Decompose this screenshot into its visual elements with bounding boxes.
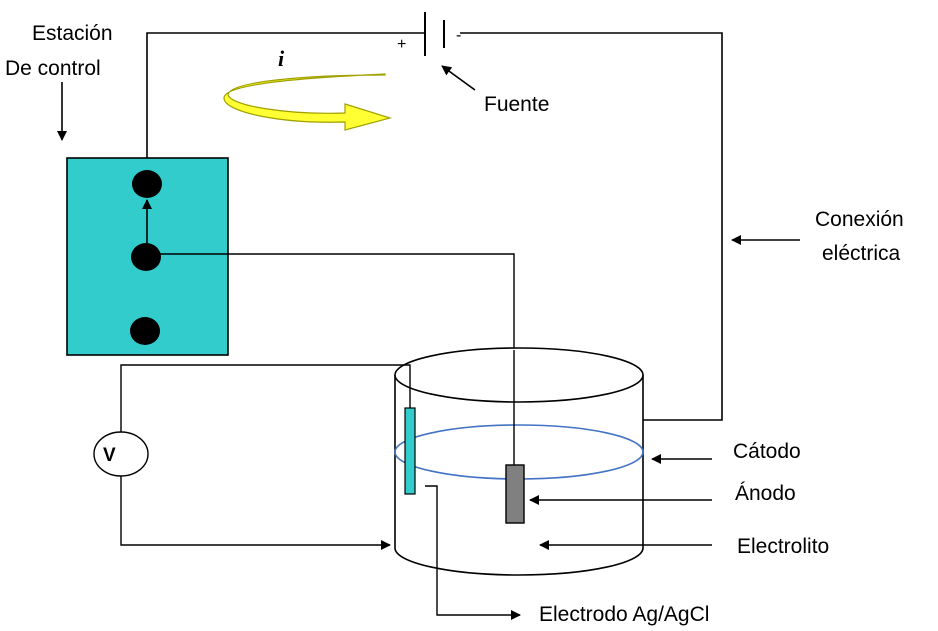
beaker <box>394 347 644 576</box>
battery-plus-label: + <box>397 36 406 53</box>
station-label-line1: Estación <box>32 22 113 45</box>
wire-voltmeter-to-beaker <box>120 476 391 550</box>
current-label: i <box>278 46 285 71</box>
station-terminal-middle <box>131 243 161 271</box>
reference-electrode <box>404 407 416 495</box>
connection-label-line1: Conexión <box>815 208 904 231</box>
reference-electrode-label: Electrodo Ag/AgCl <box>539 603 709 626</box>
wire-source-to-cathode <box>460 32 723 421</box>
battery-minus-label: - <box>456 27 461 44</box>
connection-label-line2: eléctrica <box>822 242 901 265</box>
station-terminal-bottom <box>130 317 160 345</box>
voltmeter-label: V <box>103 445 116 466</box>
anode-label: Ánodo <box>735 482 796 505</box>
current-arrow: i <box>223 46 393 131</box>
source-label: Fuente <box>484 93 549 116</box>
source-pointer-arrow <box>441 65 476 91</box>
wire-station-to-source <box>146 32 425 158</box>
battery-symbol: + - <box>397 12 461 56</box>
electrolyte-label: Electrolito <box>737 535 829 558</box>
station-terminal-top <box>132 170 162 198</box>
station-label-line2: De control <box>5 57 101 80</box>
voltmeter <box>93 431 149 477</box>
wire-voltmeter-to-reference <box>120 364 411 432</box>
beaker-rim <box>394 347 644 403</box>
cathode-label: Cátodo <box>733 440 801 463</box>
reference-electrode-pointer <box>425 485 521 620</box>
anode-electrode <box>505 464 525 524</box>
